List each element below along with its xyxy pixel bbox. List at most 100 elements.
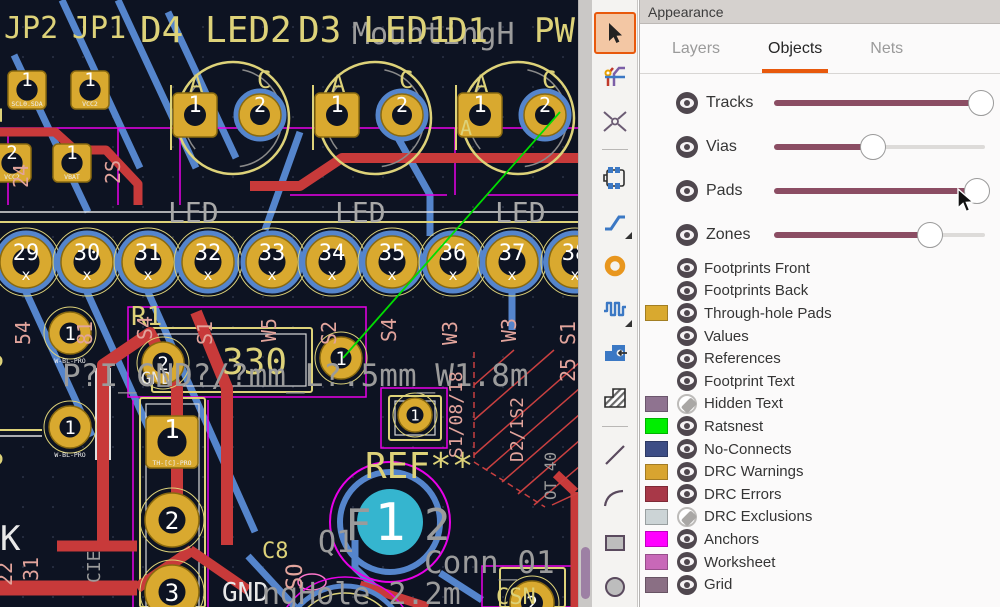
through-hole-pad[interactable]: 1 xyxy=(392,392,438,438)
svg-text:W3: W3 xyxy=(438,321,462,345)
visibility-eye-icon[interactable] xyxy=(676,180,698,202)
route-tracks-tool-button[interactable] xyxy=(594,201,636,243)
vias-opacity-slider[interactable] xyxy=(774,134,985,160)
mounting-hole[interactable] xyxy=(274,576,416,607)
zones-opacity-slider[interactable] xyxy=(774,222,985,248)
visibility-eye-icon[interactable] xyxy=(677,552,697,573)
hidden-slash-icon[interactable] xyxy=(677,506,697,527)
svg-text:1: 1 xyxy=(335,348,346,370)
scrollbar-thumb[interactable] xyxy=(581,547,590,599)
appearance-item-footprints-front: Footprints Front xyxy=(640,257,1000,280)
add-zone-tool-button[interactable] xyxy=(594,333,636,375)
visibility-eye-icon[interactable] xyxy=(677,484,697,505)
add-via-tool-button[interactable] xyxy=(594,245,636,287)
visibility-eye-icon[interactable] xyxy=(676,224,698,246)
appearance-item-drc-warnings: DRC Warnings xyxy=(640,460,1000,483)
visibility-eye-icon[interactable] xyxy=(677,461,697,482)
visibility-eye-icon[interactable] xyxy=(677,529,697,550)
svg-text:x: x xyxy=(21,266,30,284)
color-swatch[interactable] xyxy=(645,395,668,412)
through-hole-pad[interactable]: 2 xyxy=(504,575,560,607)
through-hole-pad[interactable]: 3 xyxy=(139,559,205,607)
draw-arc-tool-button[interactable] xyxy=(594,478,636,520)
through-hole-pad[interactable]: 34x xyxy=(297,227,367,297)
rule-area-tool-button[interactable] xyxy=(594,377,636,419)
visibility-eye-icon[interactable] xyxy=(677,303,697,324)
visibility-eye-icon[interactable] xyxy=(677,574,697,595)
svg-text:1: 1 xyxy=(164,415,180,445)
through-hole-pad[interactable]: 38x xyxy=(540,227,578,297)
fiducial-pad[interactable]: 1 xyxy=(329,461,451,583)
visibility-eye-icon[interactable] xyxy=(677,258,697,279)
through-hole-pad[interactable]: 35x xyxy=(357,227,427,297)
svg-text:33: 33 xyxy=(259,241,286,266)
color-swatch[interactable] xyxy=(645,576,668,593)
draw-circle-tool-button[interactable] xyxy=(594,566,636,607)
through-hole-pad[interactable]: 1W-BL-PRO xyxy=(43,306,97,365)
svg-text:x: x xyxy=(327,266,336,284)
highlight-net-tool-button[interactable] xyxy=(594,56,636,98)
pads-opacity-slider[interactable] xyxy=(774,178,990,204)
select-arrow-tool-button[interactable] xyxy=(593,12,636,54)
add-footprint-tool-button[interactable] xyxy=(594,157,636,199)
visibility-eye-icon[interactable] xyxy=(676,136,698,158)
through-hole-pad[interactable]: 36x xyxy=(418,227,488,297)
appearance-item-references: References xyxy=(640,347,1000,370)
through-hole-pad[interactable]: 31x xyxy=(113,227,183,297)
local-ratsnest-tool-button[interactable] xyxy=(594,100,636,142)
visibility-eye-icon[interactable] xyxy=(677,371,697,392)
through-hole-pad[interactable]: 33x xyxy=(237,227,307,297)
visibility-eye-icon[interactable] xyxy=(676,92,698,114)
tab-nets[interactable]: Nets xyxy=(870,39,904,57)
through-hole-pad[interactable]: 37x xyxy=(477,227,547,297)
color-swatch[interactable] xyxy=(645,531,668,548)
tab-layers[interactable]: Layers xyxy=(672,39,721,57)
color-swatch[interactable] xyxy=(645,486,668,503)
through-hole-pad[interactable]: 30x xyxy=(52,227,122,297)
visibility-eye-icon[interactable] xyxy=(677,439,697,460)
through-hole-pad[interactable]: 29x xyxy=(0,227,61,297)
color-swatch[interactable] xyxy=(645,305,668,322)
color-swatch[interactable] xyxy=(645,418,668,435)
draw-rect-tool-button[interactable] xyxy=(594,522,636,564)
item-label: Anchors xyxy=(704,530,760,548)
svg-text:S2: S2 xyxy=(317,321,341,345)
color-swatch[interactable] xyxy=(645,508,668,525)
svg-text:x: x xyxy=(507,266,516,284)
svg-text:VBAT: VBAT xyxy=(64,173,80,181)
visibility-eye-icon[interactable] xyxy=(677,326,697,347)
through-hole-pad[interactable]: 2 xyxy=(136,336,190,390)
svg-text:S1: S1 xyxy=(556,321,578,345)
visibility-eye-icon[interactable] xyxy=(677,416,697,437)
draw-line-tool-button[interactable] xyxy=(594,434,636,476)
svg-text:32: 32 xyxy=(195,241,222,266)
tab-objects[interactable]: Objects xyxy=(758,24,832,73)
through-hole-pad[interactable]: 1W-BL-PRO xyxy=(43,400,97,459)
smd-pad[interactable]: 1TH-[C]-PRO xyxy=(145,415,199,469)
color-swatch[interactable] xyxy=(645,554,668,571)
visibility-eye-icon[interactable] xyxy=(677,280,697,301)
appearance-item-anchors: Anchors xyxy=(640,528,1000,551)
svg-text:D2/1S2: D2/1S2 xyxy=(507,397,528,462)
canvas-vertical-scrollbar[interactable] xyxy=(578,0,593,607)
svg-text:37: 37 xyxy=(499,241,526,266)
color-swatch[interactable] xyxy=(645,463,668,480)
tracks-opacity-slider[interactable] xyxy=(774,90,994,116)
through-hole-pad[interactable]: 32x xyxy=(173,227,243,297)
toolbar-divider xyxy=(601,426,628,427)
hidden-slash-icon[interactable] xyxy=(677,393,697,414)
color-swatch[interactable] xyxy=(645,441,668,458)
through-hole-pad[interactable]: 2 xyxy=(139,487,205,553)
svg-text:x: x xyxy=(387,266,396,284)
tune-length-tool-button[interactable] xyxy=(594,289,636,331)
visibility-eye-icon[interactable] xyxy=(677,348,697,369)
